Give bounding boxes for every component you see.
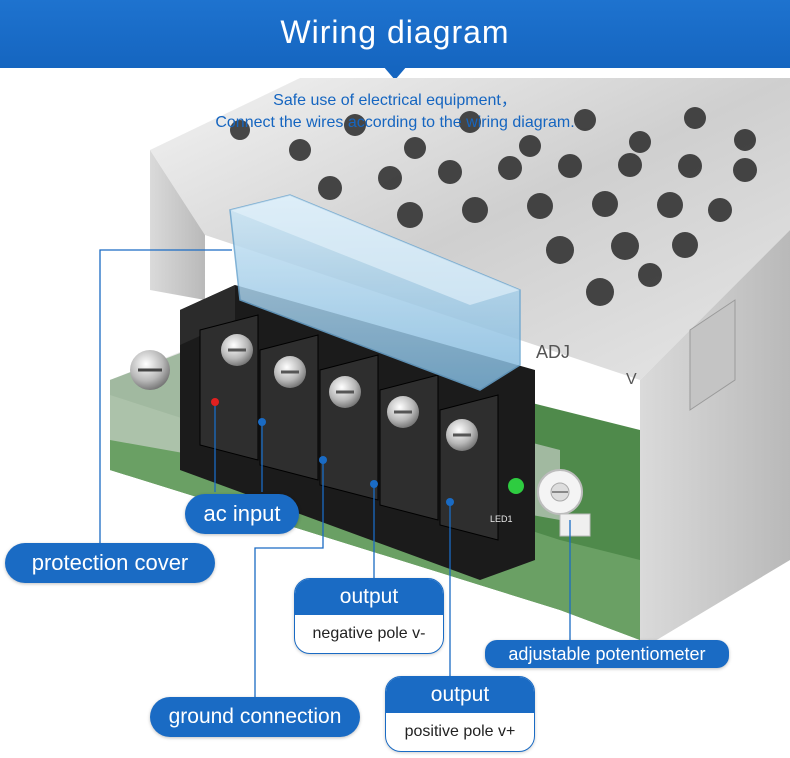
terminal-dot-positive xyxy=(446,498,454,506)
adjustable-potentiometer-label: adjustable potentiometer xyxy=(485,640,729,668)
chassis-side-right xyxy=(640,230,790,650)
v-mark: V xyxy=(626,371,637,388)
output-negative-card: output negative pole v- xyxy=(294,578,444,654)
output-positive-card: output positive pole v+ xyxy=(385,676,535,752)
terminal-dot-negative xyxy=(370,480,378,488)
led-mark: LED1 xyxy=(490,514,513,524)
ground-connection-label: ground connection xyxy=(150,697,360,737)
header-banner xyxy=(0,0,790,68)
subtitle-line-1: Safe use of electrical equipment， xyxy=(273,92,517,109)
output-positive-title: output xyxy=(386,677,534,713)
chassis-top xyxy=(150,78,790,380)
terminal-screws xyxy=(221,334,478,451)
output-positive-detail: positive pole v+ xyxy=(404,723,516,740)
output-negative-title: output xyxy=(295,579,443,615)
adj-mark: ADJ xyxy=(536,342,570,362)
led-indicator xyxy=(508,478,524,494)
terminal-dot-live xyxy=(211,398,219,406)
header-pointer xyxy=(383,66,407,80)
leader-lines xyxy=(99,249,571,700)
terminal-dot-ground xyxy=(319,456,327,464)
subtitle: Safe use of electrical equipment， Connec… xyxy=(150,90,640,134)
page-title: Wiring diagram xyxy=(280,14,510,50)
subtitle-line-2: Connect the wires according to the wirin… xyxy=(215,114,575,131)
terminal-dot-neutral xyxy=(258,418,266,426)
ac-input-label: ac input xyxy=(185,494,299,534)
output-negative-detail: negative pole v- xyxy=(312,625,426,642)
chassis-side-left xyxy=(150,150,205,300)
protection-cover-label: protection cover xyxy=(5,543,215,583)
